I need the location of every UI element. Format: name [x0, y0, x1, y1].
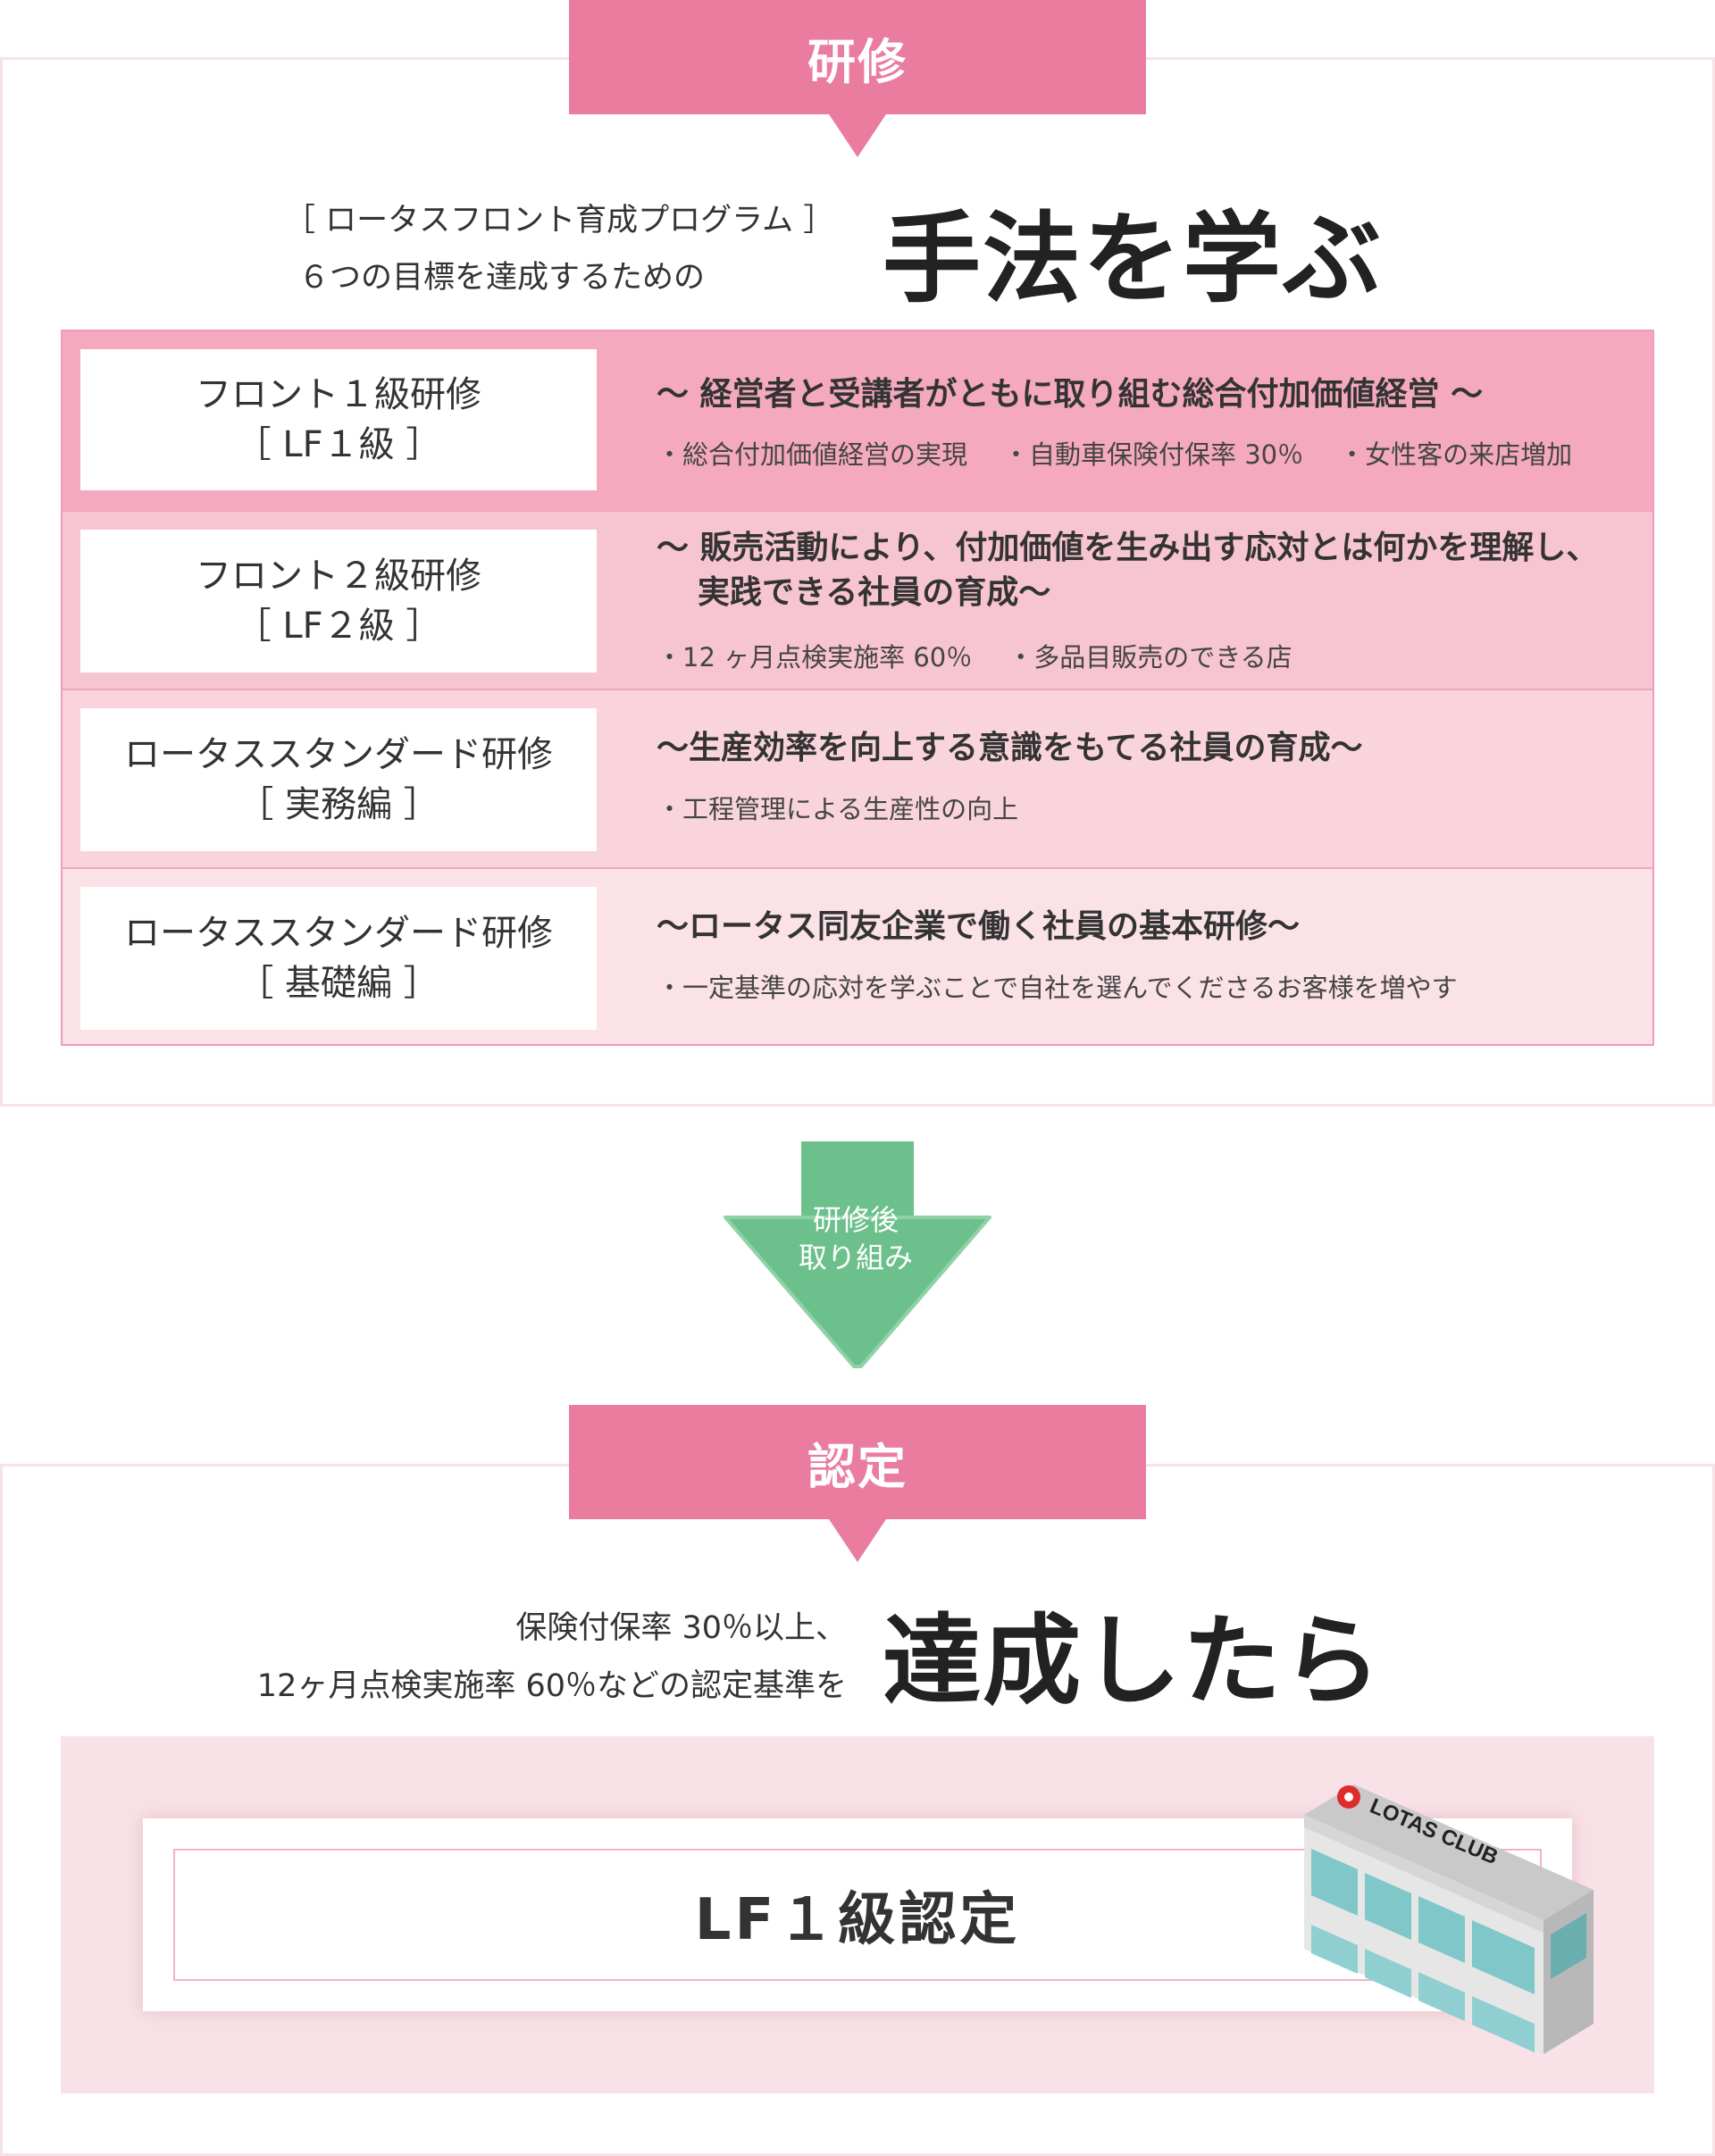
certification-tab: 認定 [569, 1405, 1146, 1519]
course-point: ・自動車保険付保率 30％ [1003, 439, 1304, 470]
course-level: ［ LF２級 ］ [235, 606, 442, 647]
course-points: ・工程管理による生産性の向上 [657, 789, 1054, 826]
down-arrow-icon [724, 1141, 991, 1368]
course-row: フロント２級研修 ［ LF２級 ］ 〜 販売活動により、付加価値を生み出す応対と… [63, 510, 1652, 689]
course-points: ・総合付加価値経営の実現 ・自動車保険付保率 30％ ・女性客の来店増加 [657, 434, 1608, 472]
transition-label: 研修後 取り組み [798, 1203, 913, 1274]
course-row: ロータススタンダード研修 ［ 実務編 ］ 〜生産効率を向上する意識をもてる社員の… [63, 689, 1652, 867]
course-goal: 〜ロータス同友企業で働く社員の基本研修〜 [657, 908, 1301, 945]
course-points: ・一定基準の応対を学ぶことで自社を選んでくださるお客様を増やす [657, 967, 1493, 1005]
training-headline: 手法を学ぶ [883, 202, 1383, 316]
certification-badge: LF１級認定 [173, 1849, 1542, 1981]
course-goal: 〜 経営者と受講者がともに取り組む総合付加価値経営 〜 [657, 376, 1484, 413]
course-points: ・12 ヶ月点検実施率 60％ ・多品目販売のできる店 [657, 637, 1328, 674]
criteria-text-line1: 保険付保率 30％以上、 [515, 1610, 847, 1646]
course-table: フロント１級研修 ［ LF１級 ］ 〜 経営者と受講者がともに取り組む総合付加価… [61, 330, 1654, 1046]
course-point: ・一定基準の応対を学ぶことで自社を選んでくださるお客様を増やす [657, 973, 1458, 1003]
course-level: ［ 実務編 ］ [238, 784, 439, 825]
training-tab-label: 研修 [807, 33, 908, 90]
course-title: ロータススタンダード研修 [124, 734, 553, 775]
course-point: ・総合付加価値経営の実現 [657, 439, 968, 470]
course-goal: 〜生産効率を向上する意識をもてる社員の育成〜 [657, 730, 1363, 766]
course-name-box[interactable]: フロント２級研修 ［ LF２級 ］ [80, 530, 597, 673]
course-level: ［ 基礎編 ］ [238, 963, 439, 1004]
course-name-box[interactable]: フロント１級研修 ［ LF１級 ］ [80, 349, 597, 490]
certification-headline: 達成したら [883, 1604, 1383, 1718]
certification-tab-label: 認定 [807, 1438, 908, 1495]
training-tab-pointer [829, 114, 886, 157]
training-tab: 研修 [569, 0, 1146, 114]
course-row: ロータススタンダード研修 ［ 基礎編 ］ 〜ロータス同友企業で働く社員の基本研修… [63, 867, 1652, 1044]
course-point: ・女性客の来店増加 [1339, 439, 1573, 470]
course-goal: 〜 販売活動により、付加価値を生み出す応対とは何かを理解し、 実践できる社員の育… [657, 530, 1599, 611]
course-point: ・多品目販売のできる店 [1008, 642, 1293, 673]
store-building-icon: LOTAS CLUB [1304, 1784, 1594, 2054]
certification-label: LF１級認定 [694, 1887, 1021, 1953]
course-name-box[interactable]: ロータススタンダード研修 ［ 基礎編 ］ [80, 887, 597, 1030]
course-row: フロント１級研修 ［ LF１級 ］ 〜 経営者と受講者がともに取り組む総合付加価… [63, 331, 1652, 510]
course-title: フロント２級研修 [196, 556, 481, 597]
course-title: ロータススタンダード研修 [124, 913, 553, 954]
training-intro-text: ６つの目標を達成するための [298, 260, 706, 296]
course-point: ・12 ヶ月点検実施率 60％ [657, 642, 973, 673]
course-point: ・工程管理による生産性の向上 [657, 794, 1019, 824]
program-name: ［ ロータスフロント育成プログラム ］ [284, 203, 835, 238]
certification-tab-pointer [829, 1519, 886, 1562]
course-level: ［ LF１級 ］ [235, 424, 442, 465]
course-name-box[interactable]: ロータススタンダード研修 ［ 実務編 ］ [80, 708, 597, 851]
criteria-text-line2: 12ヶ月点検実施率 60％などの認定基準を [256, 1668, 847, 1704]
course-title: フロント１級研修 [196, 374, 481, 415]
